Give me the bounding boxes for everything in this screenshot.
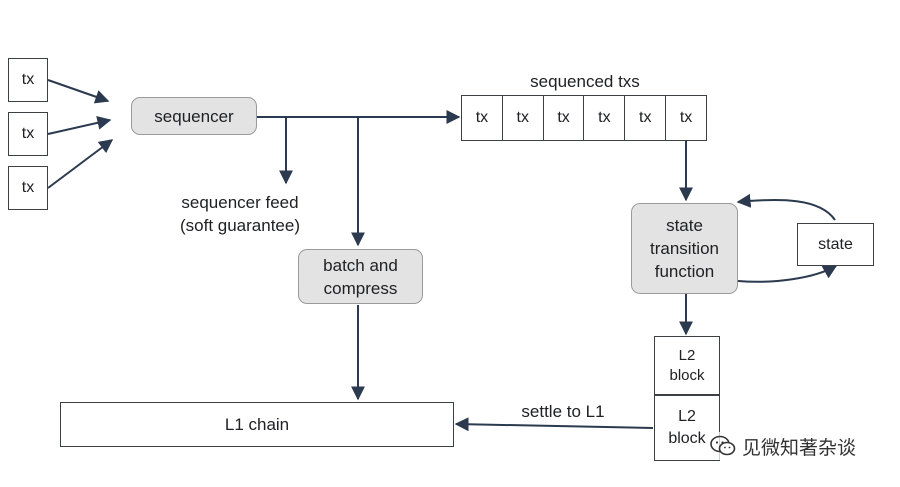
edge-tx2-sequencer xyxy=(47,115,112,135)
sequenced-tx: tx xyxy=(542,95,584,141)
wechat-icon xyxy=(710,435,736,457)
edge-tx1-sequencer xyxy=(47,79,110,104)
watermark-text: 见微知著杂谈 xyxy=(742,436,857,459)
sequenced-tx: tx xyxy=(624,95,666,141)
state-transition-function-node: state transition function xyxy=(631,203,738,294)
sequenced-tx: tx xyxy=(665,95,707,141)
edge-state-stf xyxy=(736,193,836,221)
watermark: 见微知著杂谈 xyxy=(706,432,861,460)
input-tx-3: tx xyxy=(8,166,48,210)
settle-to-l1-label: settle to L1 xyxy=(521,402,605,421)
sequencer-node: sequencer xyxy=(131,97,257,135)
l2-block-top: L2 block xyxy=(654,336,720,395)
edge-tx3-sequencer xyxy=(47,139,114,189)
batch-compress-node: batch and compress xyxy=(298,249,423,304)
input-tx-2: tx xyxy=(8,112,48,156)
sequenced-tx: tx xyxy=(501,95,543,141)
sequencer-feed-label: sequencer feed (soft guarantee) xyxy=(179,193,300,235)
state-node: state xyxy=(797,223,874,266)
sequenced-txs-row: tx tx tx tx tx tx xyxy=(461,95,707,141)
sequenced-tx: tx xyxy=(583,95,625,141)
edge-stf-state xyxy=(737,265,838,283)
sequenced-tx: tx xyxy=(461,95,502,141)
l1-chain-node: L1 chain xyxy=(60,402,454,447)
edge-l2-l1 xyxy=(454,417,654,432)
input-tx-1: tx xyxy=(8,58,48,102)
sequenced-txs-title: sequenced txs xyxy=(530,72,640,91)
